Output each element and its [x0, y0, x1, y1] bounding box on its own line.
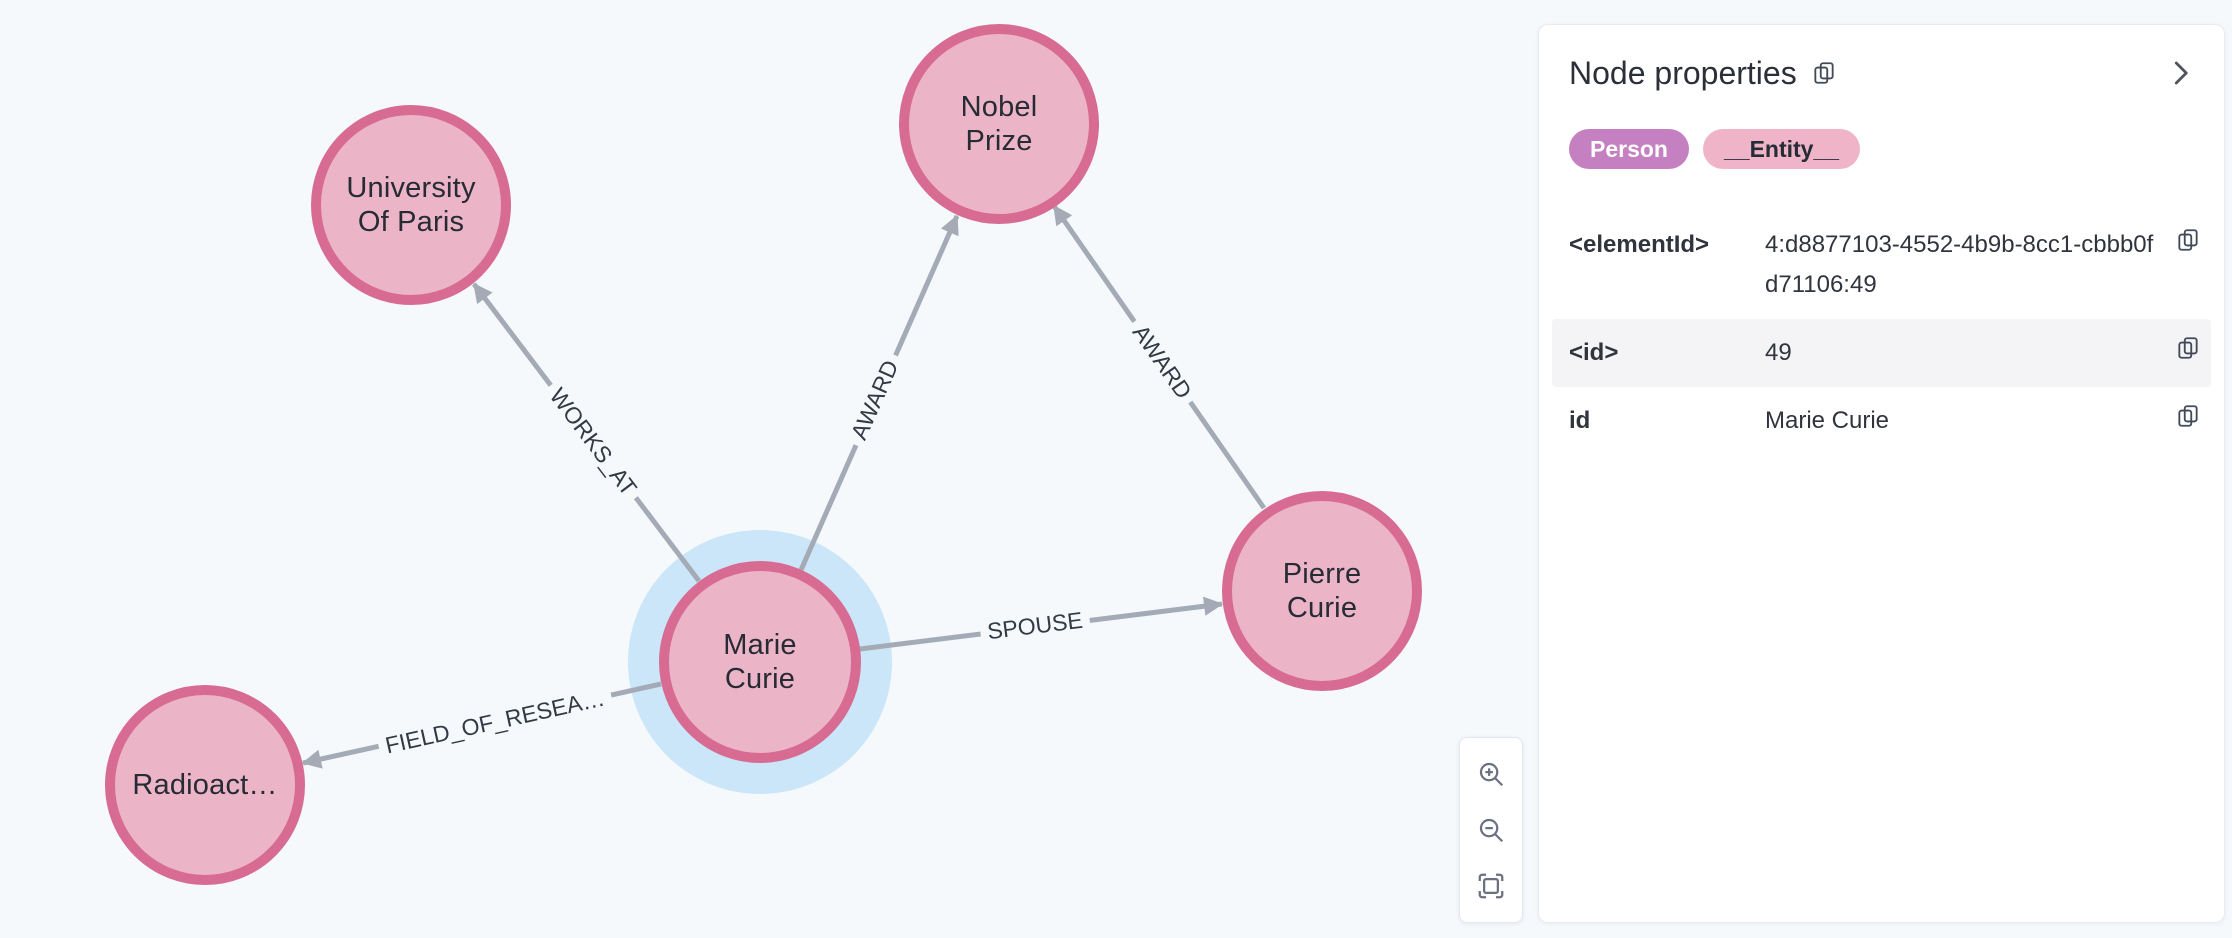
copy-icon: [1814, 62, 1834, 84]
copy-icon: [2178, 229, 2198, 251]
node-label: Radioact…: [132, 768, 278, 801]
zoom-in-icon: [1479, 762, 1504, 787]
copy-property-button[interactable]: [2173, 401, 2203, 431]
collapse-panel-button[interactable]: [2158, 51, 2202, 95]
node-label: Pierre Curie: [1282, 557, 1362, 624]
property-key: <elementId>: [1569, 231, 1710, 258]
node-label: Nobel Prize: [960, 90, 1038, 157]
zoom-out-icon: [1479, 818, 1504, 843]
fit-to-screen-button[interactable]: [1469, 864, 1513, 908]
zoom-in-button[interactable]: [1469, 752, 1513, 796]
property-row-element-id: <elementId> 4:d8877103-4552-4b9b-8cc1-cb…: [1552, 211, 2211, 319]
node-label: University Of Paris: [346, 171, 476, 238]
node-label-badge-person[interactable]: Person: [1569, 129, 1689, 169]
property-row-id: id Marie Curie: [1552, 387, 2211, 455]
graph-node-radioactivity[interactable]: Radioact…: [105, 685, 305, 885]
panel-title: Node properties: [1569, 54, 1797, 91]
property-value: 49: [1765, 339, 1792, 366]
copy-all-properties-button[interactable]: [1809, 58, 1839, 88]
property-key: <id>: [1569, 339, 1619, 366]
property-row-id-internal: <id> 49: [1552, 319, 2211, 387]
node-label-badge-entity[interactable]: __Entity__: [1702, 129, 1861, 169]
property-value: Marie Curie: [1765, 407, 1890, 434]
properties-table: <elementId> 4:d8877103-4552-4b9b-8cc1-cb…: [1539, 211, 2224, 455]
node-properties-panel: Node properties Person __Entity__ <eleme…: [1538, 24, 2225, 923]
zoom-toolbar: [1459, 737, 1523, 923]
graph-node-university-of-paris[interactable]: University Of Paris: [311, 105, 511, 305]
copy-icon: [2178, 405, 2198, 427]
property-value: 4:d8877103-4552-4b9b-8cc1-cbbb0fd71106:4…: [1765, 231, 2154, 298]
node-label: Marie Curie: [723, 628, 797, 695]
property-key: id: [1569, 407, 1591, 434]
copy-property-button[interactable]: [2173, 225, 2203, 255]
zoom-out-button[interactable]: [1469, 808, 1513, 852]
chevron-right-icon: [2174, 61, 2188, 85]
fit-to-screen-icon: [1478, 873, 1504, 899]
copy-icon: [2178, 337, 2198, 359]
copy-property-button[interactable]: [2173, 333, 2203, 363]
panel-header: Node properties: [1539, 25, 2224, 95]
graph-node-nobel-prize[interactable]: Nobel Prize: [899, 24, 1099, 224]
graph-node-pierre-curie[interactable]: Pierre Curie: [1222, 491, 1422, 691]
graph-node-marie-curie[interactable]: Marie Curie: [659, 561, 861, 763]
node-label-badges: Person __Entity__: [1539, 95, 2224, 169]
